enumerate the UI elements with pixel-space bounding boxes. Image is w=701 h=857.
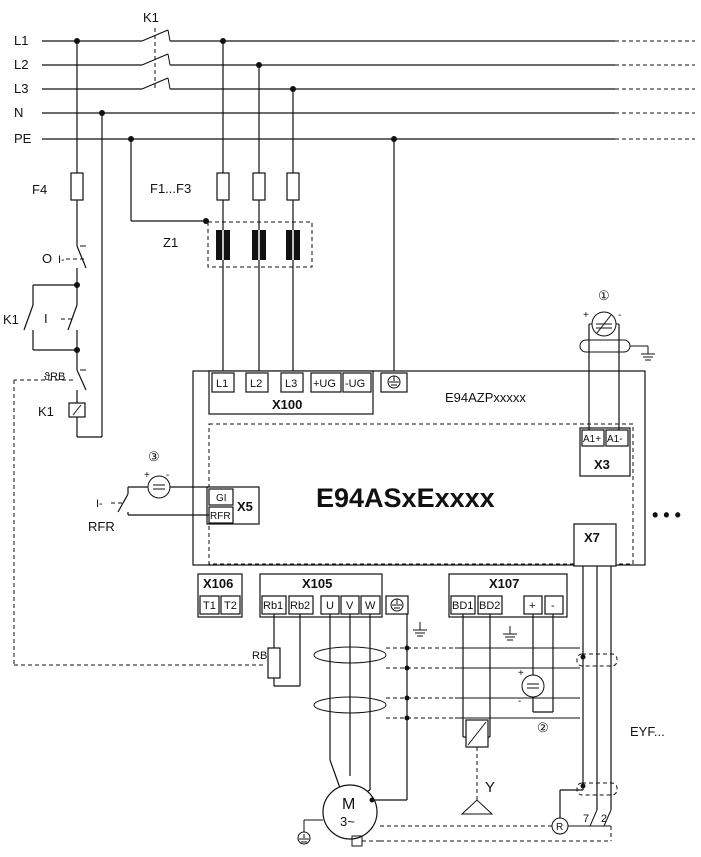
label-motor-m: M [342, 796, 355, 813]
inverter: E94AZPxxxxx E94ASxExxxx L1 L2 L3 +UG -UG… [192, 370, 681, 618]
x5-title: X5 [237, 499, 253, 514]
x5-terminal-rfr: RFR [210, 511, 231, 522]
main-contactor-k1: K1 [141, 10, 171, 90]
fuse-f1 [216, 172, 230, 201]
x105-terminal-rb2: Rb2 [290, 600, 310, 612]
label-y: Y [485, 779, 495, 796]
x5-terminal-gi: GI [216, 493, 227, 504]
x107-terminal-bd1: BD1 [452, 600, 473, 612]
motor [322, 784, 378, 840]
mains-lines: L1 L2 L3 N PE [14, 33, 695, 146]
x105-terminal-u: U [326, 600, 334, 612]
label-pe: PE [14, 131, 32, 146]
x7-title: X7 [584, 530, 600, 545]
brake-resistor: RB [252, 614, 301, 687]
motor-connection: M 3~ [297, 614, 580, 847]
label-l3: L3 [14, 81, 28, 96]
terminal-x3: A1+ A1- X3 [579, 427, 631, 477]
brake-icon [460, 799, 494, 815]
x106-terminal-t2: T2 [224, 600, 237, 612]
terminal-x7: X7 [573, 523, 617, 567]
ground-icon [297, 831, 311, 845]
x106-terminal-t1: T1 [203, 600, 216, 612]
x105-title: X105 [302, 576, 332, 591]
rfr-input: ③ + - I- RFR [88, 449, 209, 534]
label-rfr: RFR [88, 519, 115, 534]
filter-z1 [207, 221, 313, 268]
label-rb: RB [252, 650, 267, 662]
label-circle-3: ③ [148, 449, 160, 464]
x100-title: X100 [272, 397, 302, 412]
model-label: E94AZPxxxxx [445, 390, 526, 405]
label-k1-coil: K1 [38, 404, 54, 419]
label-f1f3: F1...F3 [150, 181, 191, 196]
x107-terminal-minus: - [551, 600, 555, 612]
label-n: N [14, 105, 23, 120]
fuse-f2 [252, 172, 266, 201]
label-k1-side: K1 [3, 312, 19, 327]
terminal-x106: X106 T1 T2 [197, 573, 243, 618]
x105-terminal-v: V [346, 600, 354, 612]
polarity-minus-3: - [166, 470, 169, 481]
x100-terminal-plus-ug: +UG [313, 378, 336, 390]
analog-output-1: ① + - [579, 288, 655, 430]
label-f4: F4 [32, 182, 47, 197]
x107-terminal-bd2: BD2 [479, 600, 500, 612]
x105-terminal-rb1: Rb1 [263, 600, 283, 612]
terminal-x105: X105 Rb1 Rb2 U V W [259, 573, 409, 618]
x107-terminal-plus: + [529, 600, 535, 612]
polarity-plus-1: + [583, 310, 589, 321]
x3-terminal-a1-minus: A1- [607, 434, 623, 445]
label-r-encoder: R [556, 822, 563, 833]
encoder-feedback: R 7 2 EYF... [380, 566, 665, 842]
fuses-and-filter: F1...F3 Z1 [128, 38, 397, 375]
label-l1: L1 [14, 33, 28, 48]
switch-i-icon: I [44, 311, 48, 326]
polarity-minus-1: - [618, 310, 621, 321]
brake-circuit: Y + - ② [460, 614, 554, 815]
x105-terminal-w: W [365, 600, 376, 612]
label-motor-3: 3~ [340, 814, 355, 829]
x100-terminal-minus-ug: -UG [345, 378, 365, 390]
x3-title: X3 [594, 457, 610, 472]
terminal-x5: GI RFR X5 [206, 486, 260, 525]
label-l2: L2 [14, 57, 28, 72]
label-z1: Z1 [163, 235, 178, 250]
terminal-x100: L1 L2 L3 +UG -UG X100 [208, 370, 408, 415]
label-k1-top: K1 [143, 10, 159, 25]
resistor-rb [267, 647, 281, 679]
label-pin-2: 2 [601, 813, 607, 825]
label-theta-rb: ϑRB [44, 371, 65, 383]
voltage-source-icon [521, 674, 545, 698]
terminal-x107: X107 BD1 BD2 + - [448, 573, 568, 618]
polarity-plus-2: + [518, 668, 524, 679]
x100-terminal-l2: L2 [250, 378, 262, 390]
label-o: O [42, 251, 52, 266]
x106-title: X106 [203, 576, 233, 591]
fuse-f4 [70, 172, 84, 201]
switch-o-icon: I- [58, 254, 65, 266]
x100-terminal-l1: L1 [216, 378, 228, 390]
voltage-source-icon [147, 475, 171, 499]
cable-shield [579, 339, 631, 353]
continuation-dots: • • • [652, 505, 681, 525]
label-pin-7: 7 [583, 813, 589, 825]
control-circuit: F4 O I- I K1 ϑRB K1 [3, 38, 266, 666]
x107-title: X107 [489, 576, 519, 591]
x3-terminal-a1-plus: A1+ [583, 434, 601, 445]
fuse-f3 [286, 172, 300, 201]
polarity-minus-2: - [518, 696, 521, 707]
switch-rfr-icon: I- [96, 498, 103, 510]
label-circle-1: ① [598, 288, 610, 303]
label-eyf: EYF... [630, 724, 665, 739]
x100-terminal-l3: L3 [285, 378, 297, 390]
device-name: E94ASxExxxx [316, 483, 495, 513]
label-circle-2: ② [537, 720, 549, 735]
polarity-plus-3: + [144, 470, 150, 481]
